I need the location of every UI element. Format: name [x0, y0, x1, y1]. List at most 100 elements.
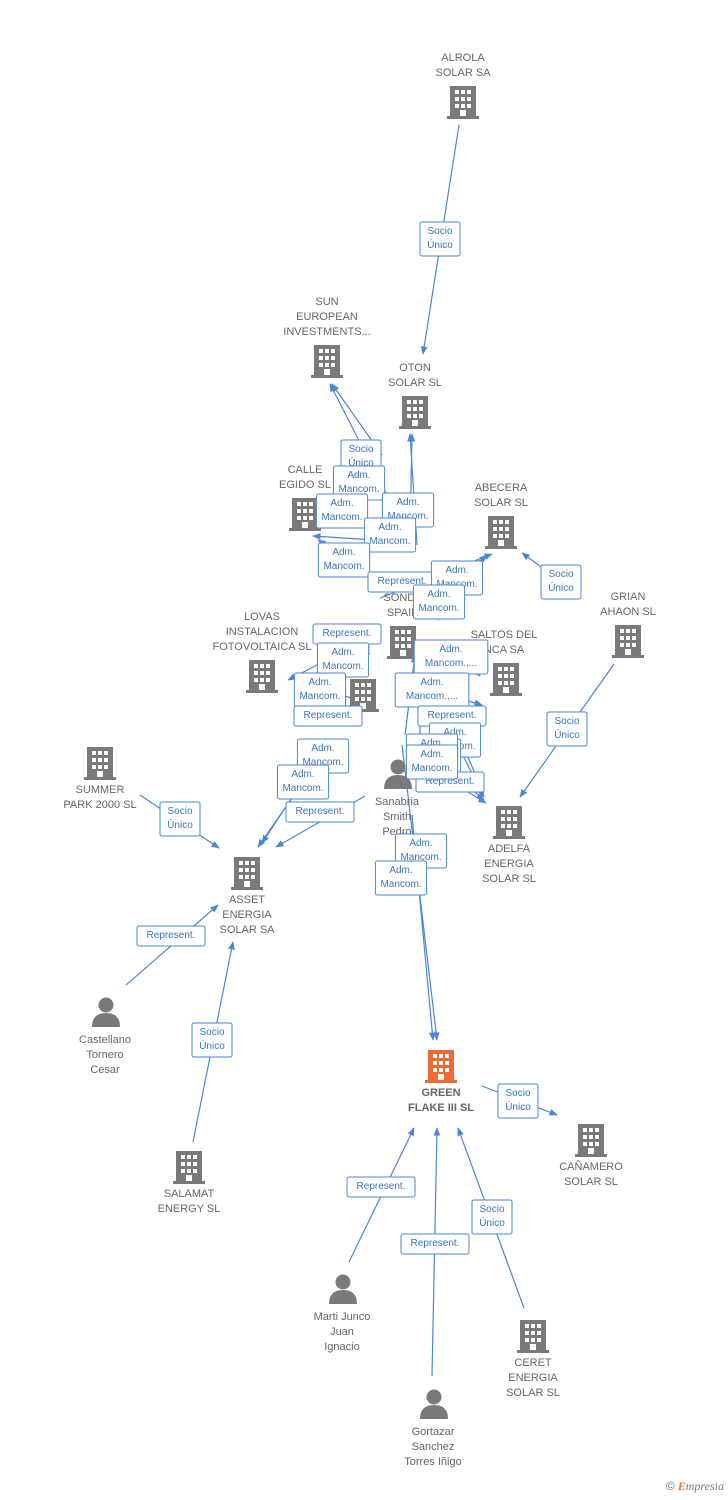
edge-label-text: Represent.: [296, 806, 345, 817]
edge-label-text: Mancom.: [299, 691, 340, 702]
edge-label[interactable]: Adm.Mancom.: [315, 493, 369, 529]
node-label: FLAKE III SL: [408, 1102, 474, 1114]
node-sun[interactable]: SUNEUROPEANINVESTMENTS...: [283, 296, 371, 378]
edge-label-box: [400, 1233, 470, 1255]
edge-label-text: Adm.: [378, 522, 401, 533]
edge-label-box: [346, 1176, 416, 1198]
building-icon: [231, 857, 263, 890]
edge-label-text: Mancom.: [338, 484, 379, 495]
edge-label-box: [317, 542, 371, 578]
node-label: ADELFA: [488, 843, 531, 855]
edge-label[interactable]: Represent.: [400, 1233, 470, 1255]
edge-label[interactable]: Represent.: [136, 925, 206, 947]
node-label: ENERGIA: [222, 909, 272, 921]
node-label: ENERGIA: [508, 1372, 558, 1384]
edge-label-box: [546, 711, 588, 747]
edge-label-box: [419, 221, 461, 257]
edge-label-text: Socio: [167, 806, 192, 817]
edge-label-text: Socio: [548, 569, 573, 580]
edge-label[interactable]: Adm.Mancom.,...: [394, 672, 470, 708]
edge-label[interactable]: Adm.Mancom.: [293, 672, 347, 708]
node-label: Cesar: [90, 1064, 120, 1076]
edge-label-text: Mancom.,...: [425, 658, 477, 669]
node-label: Smith: [383, 811, 411, 823]
edge-label-text: Adm.: [330, 498, 353, 509]
building-icon: [246, 660, 278, 693]
building-icon: [447, 86, 479, 119]
node-label: Tornero: [86, 1049, 123, 1061]
edge-label[interactable]: Adm.Mancom.: [276, 764, 330, 800]
edge-label-text: Mancom.: [380, 879, 421, 890]
node-label: PARK 2000 SL: [63, 799, 136, 811]
edge-label-text: Único: [505, 1100, 531, 1113]
edge-label[interactable]: Represent.: [346, 1176, 416, 1198]
edge-label[interactable]: Represent.: [285, 801, 355, 823]
edge-label-text: Mancom.: [302, 757, 343, 768]
edge-label[interactable]: Adm.Mancom.: [374, 860, 428, 896]
node-label: Juan: [330, 1326, 354, 1338]
building-icon: [612, 625, 644, 658]
node-label: CALLE: [288, 464, 323, 476]
node-label: EGIDO SL: [279, 479, 331, 491]
node-label: NCA SA: [484, 644, 525, 656]
edge-label-text: Represent.: [378, 576, 427, 587]
edge-label[interactable]: Represent.: [293, 705, 363, 727]
node-label: SOLAR SL: [564, 1176, 618, 1188]
edge-label[interactable]: Adm. Mancom.: [363, 517, 417, 553]
edge-label[interactable]: Adm.Mancom.: [405, 744, 459, 780]
edge-label-box: [412, 584, 466, 620]
building-icon: [399, 396, 431, 429]
node-label: GRIAN: [611, 591, 646, 603]
edge-label-text: Represent.: [428, 710, 477, 721]
edge-label-box: [315, 493, 369, 529]
footer-brand[interactable]: ©Empresia: [666, 1479, 724, 1494]
edge-label-text: Adm.: [311, 743, 334, 754]
edge-label-text: Socio: [199, 1027, 224, 1038]
edge-label-text: Adm.: [332, 547, 355, 558]
edge-label[interactable]: Adm.Mancom.,...: [413, 639, 489, 675]
node-label: SPAIN: [387, 607, 419, 619]
edge-label-text: Mancom.: [369, 536, 410, 547]
node-label: ENERGY SL: [158, 1203, 221, 1215]
edge-label-text: Mancom.: [282, 783, 323, 794]
edge-label[interactable]: Adm.Mancom.: [316, 642, 370, 678]
edge-label-box: [285, 801, 355, 823]
edge-label[interactable]: Adm.Mancom.: [412, 584, 466, 620]
edge-label-text: Mancom.: [323, 561, 364, 572]
edge-label[interactable]: Adm. Mancom.: [317, 542, 371, 578]
edge-label-text: Represent.: [304, 710, 353, 721]
edge-label-text: Adm.: [420, 738, 443, 749]
edge-label-box: [471, 1199, 513, 1235]
node-calle[interactable]: CALLE EGIDO SL: [279, 464, 331, 531]
edge-label-text: Represent.: [357, 1181, 406, 1192]
building-icon: [493, 806, 525, 839]
edge-label-text: Represent.: [147, 930, 196, 941]
edge-label-text: Mancom.: [411, 763, 452, 774]
edge-label[interactable]: Represent.: [312, 623, 382, 645]
